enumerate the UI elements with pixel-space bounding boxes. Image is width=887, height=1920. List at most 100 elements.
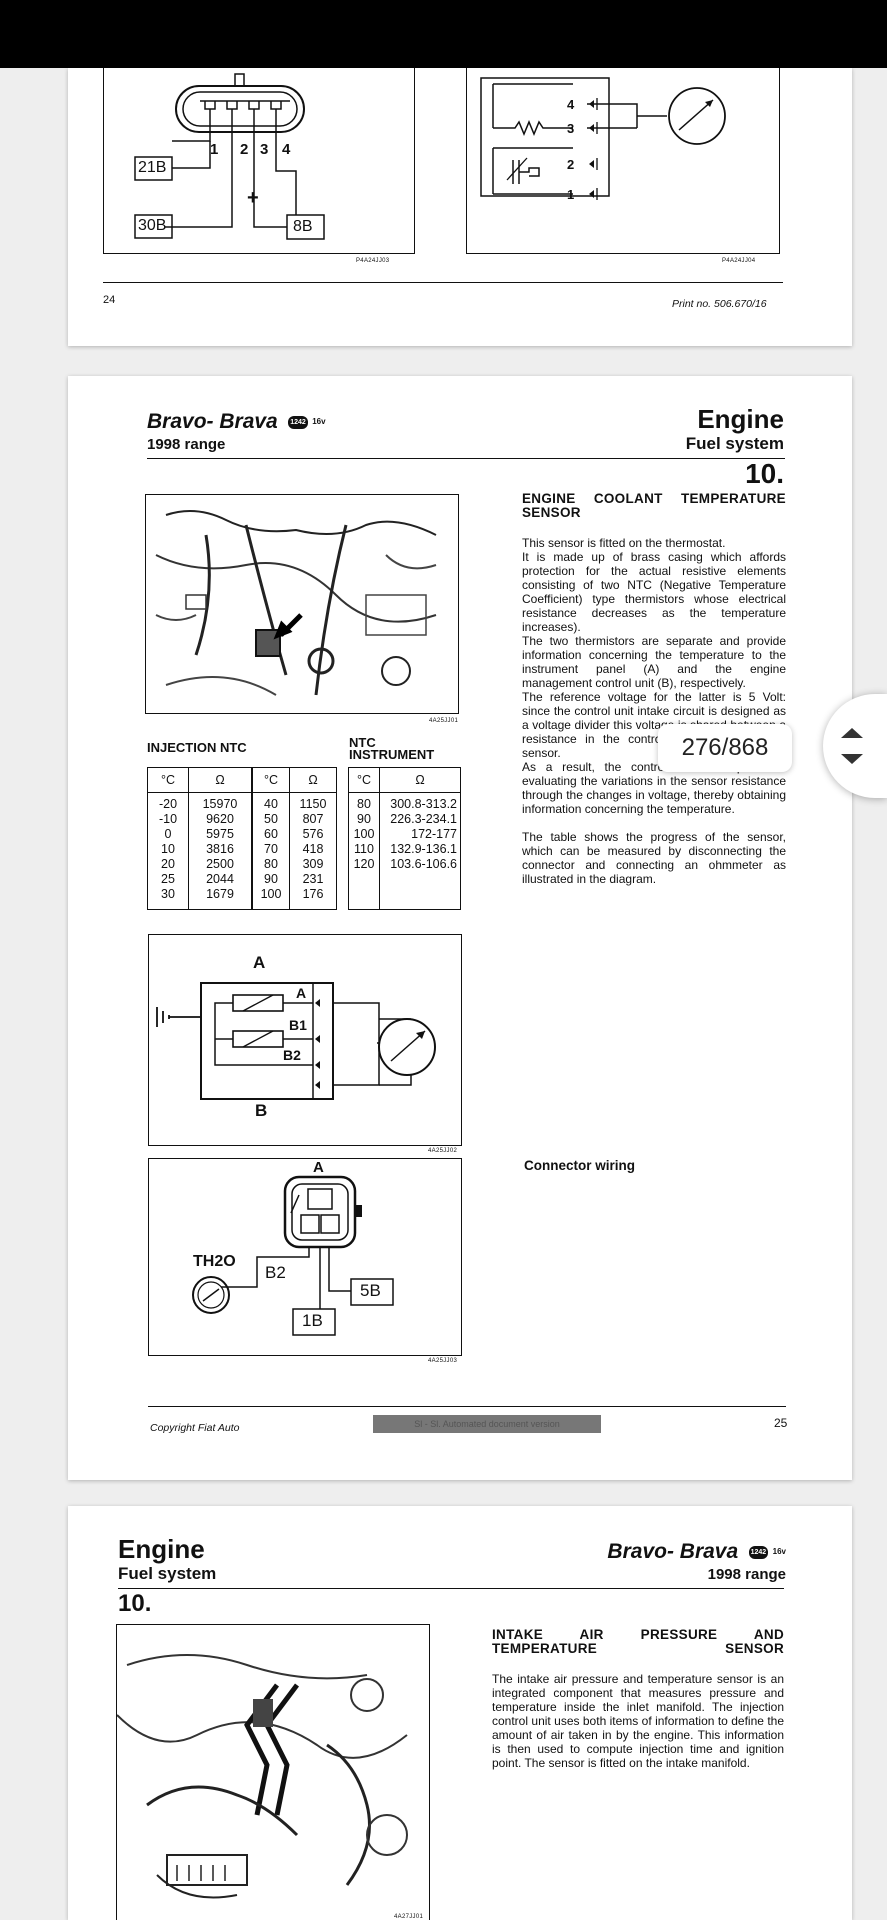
range-label: 1998 range — [707, 1566, 786, 1583]
model-title: Bravo- Brava 1242 16v — [147, 410, 326, 434]
pin-2: 2 — [567, 157, 575, 172]
connector-wiring-heading: Connector wiring — [524, 1158, 635, 1173]
scroll-control[interactable] — [823, 694, 887, 798]
label-8b: 8B — [293, 218, 313, 235]
photo-code: 4A27JJ01 — [394, 1914, 424, 1920]
header-ohm-instr: Ω — [379, 767, 461, 793]
sensor-schematic-drawing — [480, 77, 726, 200]
photo-code: 4A25JJ01 — [429, 718, 459, 724]
range-label: 1998 range — [147, 436, 226, 453]
connector-wiring-diagram: A TH2O B2 5B 1B — [148, 1158, 462, 1356]
paragraph-3: The two thermistors are separate and pro… — [522, 634, 786, 690]
connector-label-b2: B2 — [265, 1263, 286, 1282]
circuit-label-b2: B2 — [283, 1047, 301, 1063]
instrument-table-title: NTC INSTRUMENT — [349, 735, 435, 762]
paragraph-6: The table shows the progress of the sens… — [522, 830, 786, 886]
page-indicator-text: 276/868 — [681, 734, 769, 761]
scroll-down-icon[interactable] — [841, 754, 863, 764]
label-30b: 30B — [138, 217, 167, 234]
figure-code-left: P4A24JJ03 — [356, 258, 390, 264]
header-celsius-instr: °C — [348, 767, 380, 793]
injection-col-ohm-1: 15970 9620 5975 3816 2500 2044 1679 — [188, 792, 253, 910]
circuit-label-b: B — [255, 1101, 268, 1120]
connector-drawing — [134, 73, 325, 240]
header-celsius-1: °C — [147, 767, 189, 793]
page-indicator: 276/868 — [658, 724, 792, 772]
connector-label-a: A — [313, 1159, 324, 1176]
header-rule — [118, 1588, 784, 1589]
section-title: Engine — [697, 404, 784, 434]
coolant-sensor-heading: ENGINE COOLANT TEMPERATURE SENSOR — [522, 491, 786, 520]
label-21b: 21B — [138, 159, 167, 176]
subsection-title: Fuel system — [118, 1564, 217, 1583]
pin-label-1: 1 — [210, 141, 219, 158]
sensor-schematic-right: 4 3 2 1 — [466, 68, 780, 254]
chapter-number: 10. — [118, 1590, 152, 1617]
paragraph-1: This sensor is fitted on the thermostat. — [522, 536, 726, 550]
footer-rule — [103, 282, 783, 283]
scroll-up-icon[interactable] — [841, 728, 863, 738]
pin-label-4: 4 — [282, 141, 291, 158]
intake-sensor-photo-drawing — [117, 1654, 408, 1899]
scroll-arrows — [841, 728, 863, 764]
circuit-label-a: A — [296, 985, 307, 1001]
footer-rule — [148, 1406, 786, 1407]
injection-ntc-table: °C Ω °C Ω -20 -10 0 10 20 25 30 15970 96… — [147, 767, 337, 910]
instrument-col-celsius: 80 90 100 110 120 — [348, 792, 380, 910]
page-25: Bravo- Brava 1242 16v 1998 range Engine … — [68, 376, 852, 1480]
circuit-label-b1: B1 — [289, 1017, 307, 1033]
circuit-code: 4A25JJ02 — [428, 1148, 458, 1154]
injection-col-celsius-1: -20 -10 0 10 20 25 30 — [147, 792, 189, 910]
model-title: Bravo- Brava 1242 16v — [607, 1540, 786, 1564]
connector-wiring-drawing — [192, 1175, 394, 1336]
page-number: 25 — [774, 1416, 788, 1430]
intake-sensor-heading: INTAKE AIR PRESSURE AND TEMPERATURE SENS… — [492, 1627, 784, 1656]
connector-label-1b: 1B — [302, 1311, 323, 1330]
chapter-number: 10. — [745, 458, 784, 489]
connector-diagram-left: 1 2 3 4 21B 30B 8B + — [103, 68, 415, 254]
intake-sensor-text: The intake air pressure and temperature … — [492, 1672, 784, 1770]
instrument-col-ohm: 300.8-313.2 226.3-234.1 172-177 132.9-13… — [379, 792, 461, 910]
intake-sensor-photo — [116, 1624, 430, 1920]
subsection-title: Fuel system — [685, 434, 784, 453]
page-26: Engine Fuel system 10. Bravo- Brava 1242… — [68, 1506, 852, 1920]
injection-col-celsius-2: 40 50 60 70 80 90 100 — [251, 792, 290, 910]
injection-table-title: INJECTION NTC — [147, 740, 247, 755]
pin-4: 4 — [567, 97, 575, 112]
injection-col-ohm-2: 1150 807 576 418 309 231 176 — [289, 792, 337, 910]
circuit-drawing — [156, 982, 436, 1100]
label-plus: + — [247, 187, 259, 209]
header-celsius-2: °C — [251, 767, 290, 793]
connector-code: 4A25JJ03 — [428, 1358, 458, 1364]
badge-suffix: 16v — [772, 1547, 786, 1556]
pin-1: 1 — [567, 187, 575, 202]
connector-label-th2o: TH2O — [193, 1253, 236, 1270]
pin-label-2: 2 — [240, 141, 249, 158]
circuit-diagram: A A B1 B2 B — [148, 934, 462, 1146]
pin-3: 3 — [567, 121, 575, 136]
model-name: Bravo- Brava — [147, 410, 278, 433]
pin-label-3: 3 — [260, 141, 269, 158]
connector-label-5b: 5B — [360, 1281, 381, 1300]
figure-code-right: P4A24JJ04 — [722, 258, 756, 264]
engine-photo — [145, 494, 459, 714]
paragraph-2: It is made up of brass casing which affo… — [522, 550, 786, 634]
engine-badge: 1242 — [288, 416, 308, 429]
section-title: Engine — [118, 1534, 205, 1564]
page-24: 1 2 3 4 21B 30B 8B + P4A24JJ03 4 3 2 1 P… — [68, 68, 852, 346]
engine-badge: 1242 — [748, 1546, 769, 1559]
engine-photo-drawing — [155, 510, 437, 696]
badge-suffix: 16v — [312, 417, 326, 426]
print-number: Print no. 506.670/16 — [672, 298, 767, 310]
instrument-ntc-table: °C Ω 80 90 100 110 120 300.8-313.2 226.3… — [348, 767, 461, 910]
header-rule — [147, 458, 785, 459]
model-name: Bravo- Brava — [607, 1540, 739, 1563]
circuit-label-a-top: A — [253, 953, 266, 972]
watermark-banner: Sl - Sl. Automated document version — [373, 1415, 601, 1433]
header-ohm-2: Ω — [289, 767, 337, 793]
page-number: 24 — [103, 294, 116, 306]
coolant-sensor-text: This sensor is fitted on the thermostat.… — [522, 536, 786, 886]
copyright: Copyright Fiat Auto — [150, 1422, 240, 1434]
status-bar — [0, 0, 887, 68]
header-ohm-1: Ω — [188, 767, 253, 793]
